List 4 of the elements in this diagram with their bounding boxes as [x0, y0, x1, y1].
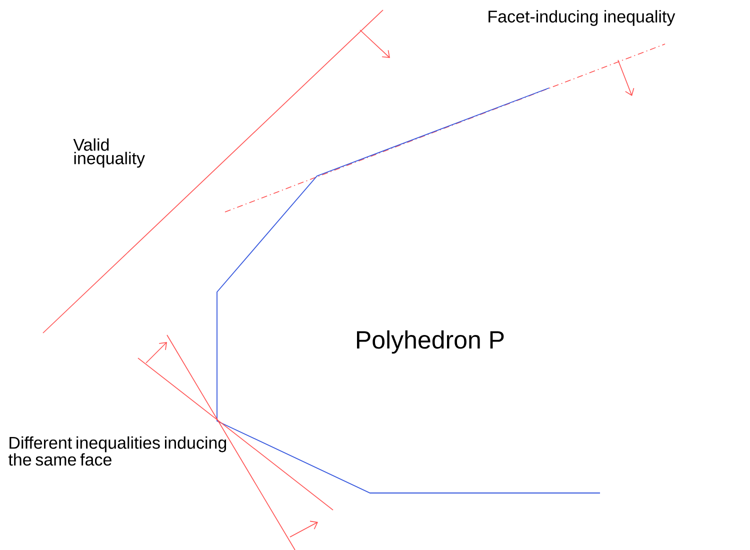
label-text: Different inequalities inducing the same face — [8, 436, 226, 466]
label-text: Polyhedron P — [357, 330, 504, 354]
label-text: Facet-inducing inequality — [488, 10, 676, 26]
label-text: Valid inequality — [73, 138, 145, 168]
